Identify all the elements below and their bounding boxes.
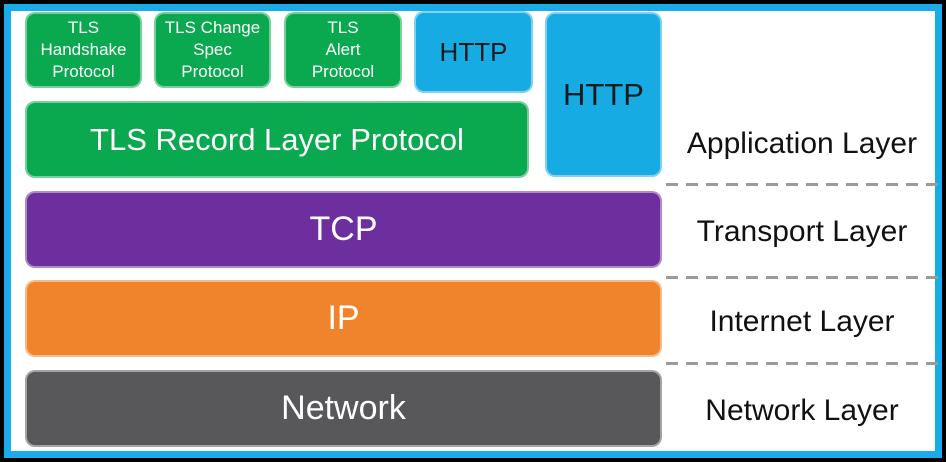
tcp-bar: TCP — [25, 191, 662, 268]
tls-change-spec-protocol-label: TLS Change Spec Protocol — [164, 17, 261, 82]
tls-alert-protocol-box: TLS Alert Protocol — [284, 12, 402, 88]
tcp-label: TCP — [309, 210, 378, 248]
tls-handshake-protocol-box: TLS Handshake Protocol — [25, 12, 142, 88]
tls-alert-protocol-label: TLS Alert Protocol — [311, 17, 375, 82]
network-bar: Network — [25, 370, 662, 447]
http-box-top: HTTP — [414, 11, 533, 93]
http-top-label: HTTP — [439, 36, 508, 67]
network-label: Network — [281, 389, 406, 427]
http-box-tall: HTTP — [545, 12, 662, 177]
application-layer-label: Application Layer — [686, 127, 918, 160]
http-tall-label: HTTP — [563, 76, 644, 112]
tls-record-layer-protocol-label: TLS Record Layer Protocol — [90, 121, 464, 157]
divider-transport-internet — [666, 276, 938, 279]
tls-change-spec-protocol-box: TLS Change Spec Protocol — [154, 12, 271, 88]
divider-internet-network — [666, 362, 938, 365]
divider-application-transport — [666, 183, 938, 186]
transport-layer-label: Transport Layer — [696, 215, 908, 248]
ip-label: IP — [327, 299, 360, 337]
tls-record-layer-protocol-box: TLS Record Layer Protocol — [25, 101, 529, 178]
network-layer-label: Network Layer — [705, 394, 899, 427]
internet-layer-label: Internet Layer — [709, 305, 895, 338]
tls-handshake-protocol-label: TLS Handshake Protocol — [40, 17, 127, 82]
ip-bar: IP — [25, 280, 662, 357]
